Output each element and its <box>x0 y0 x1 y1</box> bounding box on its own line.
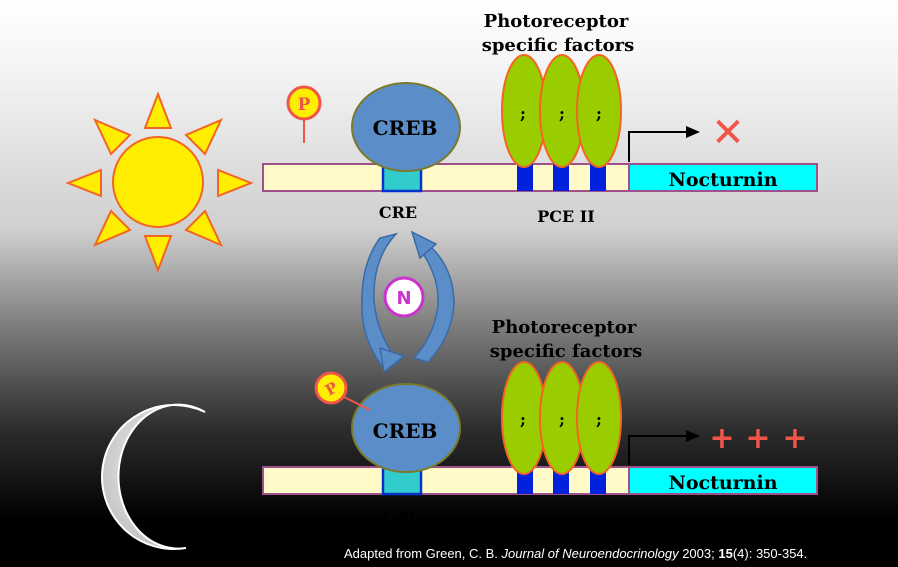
top-creb-label: CREB <box>373 116 438 140</box>
top-cre-label: CRE <box>379 203 417 222</box>
bottom-factors-label-line1: Photoreceptor <box>492 317 637 338</box>
citation-pages: (4): 350-354. <box>732 546 808 561</box>
top-dna-strand <box>262 163 630 192</box>
bottom-dna-strand <box>262 466 630 495</box>
bottom-transcription-arrow <box>628 435 690 465</box>
cycle-center-label: N <box>396 288 411 309</box>
cycle-arrow-left <box>361 232 400 367</box>
bottom-panel: Photoreceptor specific factors Nocturnin… <box>262 317 818 529</box>
bottom-gene-label: Nocturnin <box>668 472 777 494</box>
top-pce-site <box>590 164 606 191</box>
bottom-expression-plus: + <box>745 421 770 456</box>
moon-icon <box>101 403 206 550</box>
bottom-expression-plus: + <box>709 421 734 456</box>
bottom-expression-plus: + <box>782 421 807 456</box>
cycle-arrow-right <box>412 242 455 363</box>
cycle-center-badge <box>383 276 425 318</box>
top-factor-ellipse <box>576 54 622 168</box>
top-factor-mark: ; <box>559 104 565 123</box>
cycle-arrowhead-left <box>379 346 406 374</box>
top-factor-mark: ; <box>520 104 526 123</box>
top-pce-site <box>517 164 533 191</box>
bottom-creb-label: CREB <box>373 419 438 443</box>
top-factors-label-line2: specific factors <box>482 35 635 56</box>
top-no-expression-mark: ✕ <box>711 110 745 156</box>
top-pce-label: PCE II <box>537 207 595 226</box>
top-panel: Photoreceptor specific factors P Nocturn… <box>262 11 818 226</box>
bottom-factor-mark: ; <box>596 410 602 429</box>
citation-prefix: Adapted from Green, C. B. <box>344 546 502 561</box>
top-phosphate-label: P <box>298 95 311 115</box>
top-factor-mark: ; <box>596 104 602 123</box>
bottom-phosphate-circle <box>314 371 348 405</box>
bottom-factor-ellipse <box>576 361 622 475</box>
top-factors-label-line1: Photoreceptor <box>484 11 629 32</box>
top-transcription-arrowhead <box>686 126 700 138</box>
bottom-transcription-arrowhead <box>686 430 700 442</box>
citation-year: 2003; <box>678 546 719 561</box>
top-transcription-arrow <box>628 131 690 162</box>
top-gene-label: Nocturnin <box>668 169 777 191</box>
citation: Adapted from Green, C. B. Journal of Neu… <box>344 546 894 561</box>
top-pce-site <box>553 164 569 191</box>
citation-volume: 15 <box>718 546 733 561</box>
cycle-arrows: N <box>361 230 455 374</box>
bottom-factor-mark: ; <box>559 410 565 429</box>
bottom-factors-label-line2: specific factors <box>490 341 643 362</box>
citation-journal: Journal of Neuroendocrinology <box>501 546 679 561</box>
bottom-phosphate-stalk <box>339 394 371 411</box>
bottom-creb-protein <box>351 383 461 473</box>
bottom-pce-label: PCE II <box>535 510 593 529</box>
bottom-cre-label: CRE <box>383 506 421 525</box>
cycle-arrowhead-right <box>410 230 438 260</box>
sun-icon <box>65 91 254 273</box>
bottom-factor-mark: ; <box>520 410 526 429</box>
top-nocturnin-gene <box>628 163 818 192</box>
top-creb-protein <box>351 82 461 172</box>
bottom-nocturnin-gene <box>628 466 818 495</box>
top-phosphate-circle <box>286 85 322 121</box>
